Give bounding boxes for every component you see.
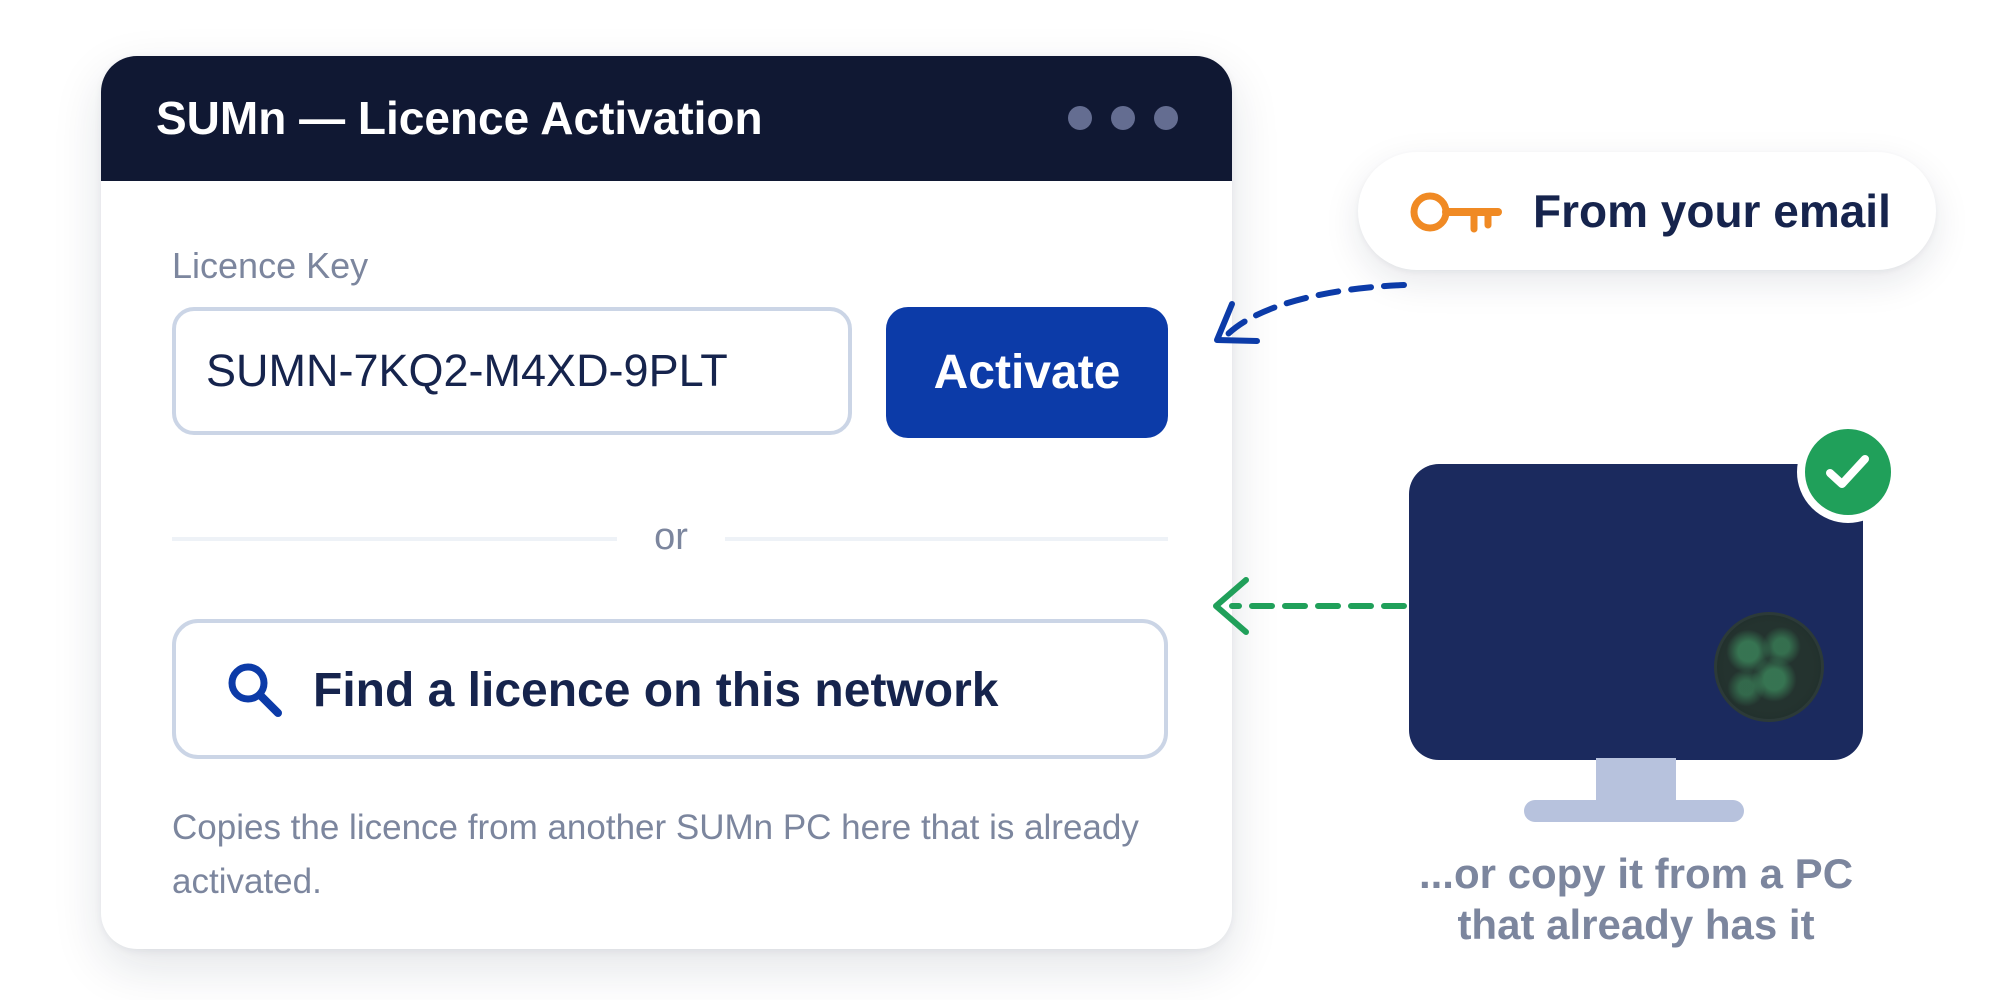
divider-or-text: or xyxy=(654,516,688,558)
find-licence-on-network-button[interactable]: Find a licence on this network xyxy=(172,619,1168,759)
check-icon xyxy=(1826,455,1869,488)
window-controls xyxy=(1068,106,1178,130)
licence-key-label: Licence Key xyxy=(172,245,369,286)
caption-line-1: ...or copy it from a PC xyxy=(1418,850,1854,897)
email-arrow-icon xyxy=(1214,282,1407,344)
search-icon xyxy=(228,663,282,717)
window-titlebar: SUMn — Licence Activation xyxy=(101,56,1232,181)
check-badge xyxy=(1797,421,1899,523)
window-control-dot[interactable] xyxy=(1154,106,1178,130)
caption-line-2: that already has it xyxy=(1457,901,1815,948)
licence-activation-window: SUMn — Licence Activation Licence Key Ac… xyxy=(101,56,1232,949)
window-control-dot[interactable] xyxy=(1068,106,1092,130)
divider-line-left xyxy=(172,537,617,541)
monitor-stand-neck xyxy=(1596,758,1676,802)
find-licence-label: Find a licence on this network xyxy=(313,664,999,717)
monitor-stand-base xyxy=(1524,800,1744,822)
licence-key-input[interactable] xyxy=(172,307,852,435)
find-licence-helper-text: Copies the licence from another SUMn PC … xyxy=(172,808,1139,901)
copy-from-pc-caption: ...or copy it from a PC that already has… xyxy=(1374,848,1898,950)
divider-line-right xyxy=(725,537,1168,541)
window-title: SUMn — Licence Activation xyxy=(156,92,763,144)
window-control-dot[interactable] xyxy=(1111,106,1135,130)
email-hint-pill: From your email xyxy=(1358,152,1936,270)
activate-button[interactable]: Activate xyxy=(886,307,1168,438)
globe-icon xyxy=(1714,612,1824,722)
network-arrow-icon xyxy=(1213,577,1407,635)
monitor-icon xyxy=(1409,464,1863,760)
email-hint-label: From your email xyxy=(1533,185,1891,237)
key-icon xyxy=(1410,192,1502,233)
